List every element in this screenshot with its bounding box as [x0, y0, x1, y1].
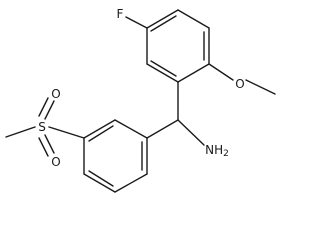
ch-to-ring-bond	[146, 119, 179, 139]
bond	[146, 9, 179, 29]
s-methyl-bond	[5, 126, 36, 138]
sulfonyl-oxygen-lower-label: O	[51, 155, 60, 169]
s-o-double-bond-upper	[38, 97, 49, 117]
bond	[177, 9, 210, 29]
molecule-diagram: F O S O O NH2	[5, 7, 276, 193]
lower-ring	[83, 119, 148, 193]
bond	[114, 173, 148, 193]
bond	[177, 63, 210, 83]
bond	[88, 170, 114, 187]
fluorine-label: F	[117, 7, 124, 21]
s-o-double-bond-upper	[44, 100, 55, 120]
s-o-double-bond-lower	[44, 134, 55, 154]
sulfonyl-oxygen-upper-label: O	[51, 87, 60, 101]
structure-canvas: F O S O O NH2	[5, 7, 276, 193]
c-f-bond	[125, 16, 148, 29]
methoxy-oxygen-label: O	[235, 77, 244, 91]
bond	[146, 63, 179, 83]
s-o-double-bond-lower	[38, 137, 49, 157]
bond	[83, 119, 116, 139]
o-methyl-bond	[245, 79, 276, 95]
c-n-bond	[177, 119, 205, 146]
bond	[88, 125, 114, 142]
bond	[150, 15, 177, 32]
amine-subscript: 2	[223, 149, 229, 159]
amine-symbol: NH	[205, 143, 223, 157]
sulfur-label: S	[38, 120, 46, 134]
upper-ring	[146, 9, 210, 83]
bond	[114, 119, 148, 139]
ring-s-bond	[48, 126, 85, 139]
bond	[83, 173, 116, 193]
bond	[150, 60, 177, 77]
c-o-bond	[208, 63, 234, 81]
amine-label: NH2	[205, 143, 229, 159]
